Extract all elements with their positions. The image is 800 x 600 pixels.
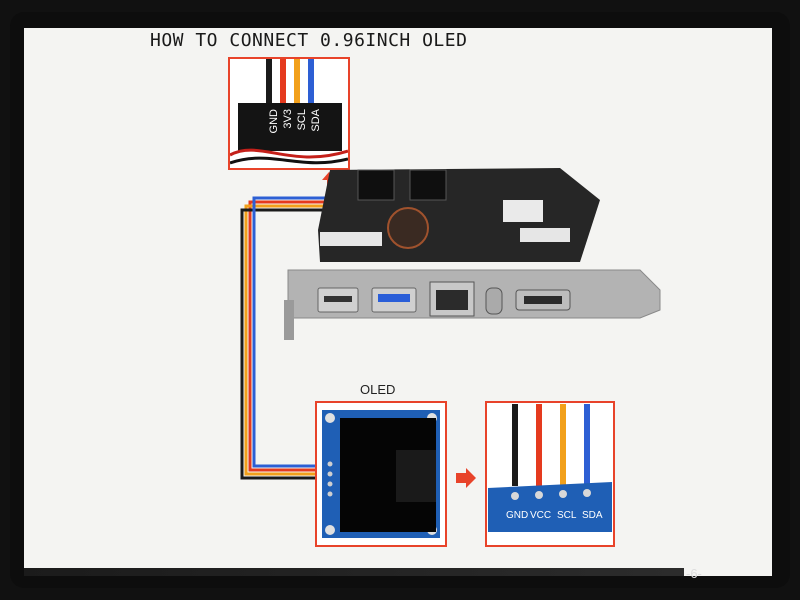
wire-3v3 [280,59,286,105]
wire-sda [308,59,314,105]
fpc-connector [503,200,543,222]
connector-illustration [230,59,348,168]
bottom-edge-shadow [24,568,684,576]
pin-header [357,169,395,201]
cable-black [240,208,330,480]
fpc-connector [320,232,382,246]
connector-housing [238,103,342,151]
page-title: HOW TO CONNECT 0.96INCH OLED [150,30,468,51]
oled-label: OLED [360,382,396,397]
chip [387,207,429,249]
fpc-connector [520,228,570,242]
arrow-right-icon [456,468,476,488]
cable-red [248,200,330,472]
wire-gnd [266,59,272,105]
cable-orange [244,204,330,476]
cable-blue [252,196,330,468]
module-pin-label: VCC [530,510,552,521]
module-pin-label: GND [506,510,529,521]
module-pin-label: SDA [582,510,603,521]
bracket-tab [284,300,294,340]
page-number: -6- [686,566,702,581]
module-pcb [488,482,612,532]
usb-c-port [485,287,503,315]
pin-header [409,169,447,201]
wire-scl [294,59,300,105]
connector-zoom-box: SDA SCL 3V3 GND [228,57,350,170]
module-pin-label: SCL [557,510,577,521]
